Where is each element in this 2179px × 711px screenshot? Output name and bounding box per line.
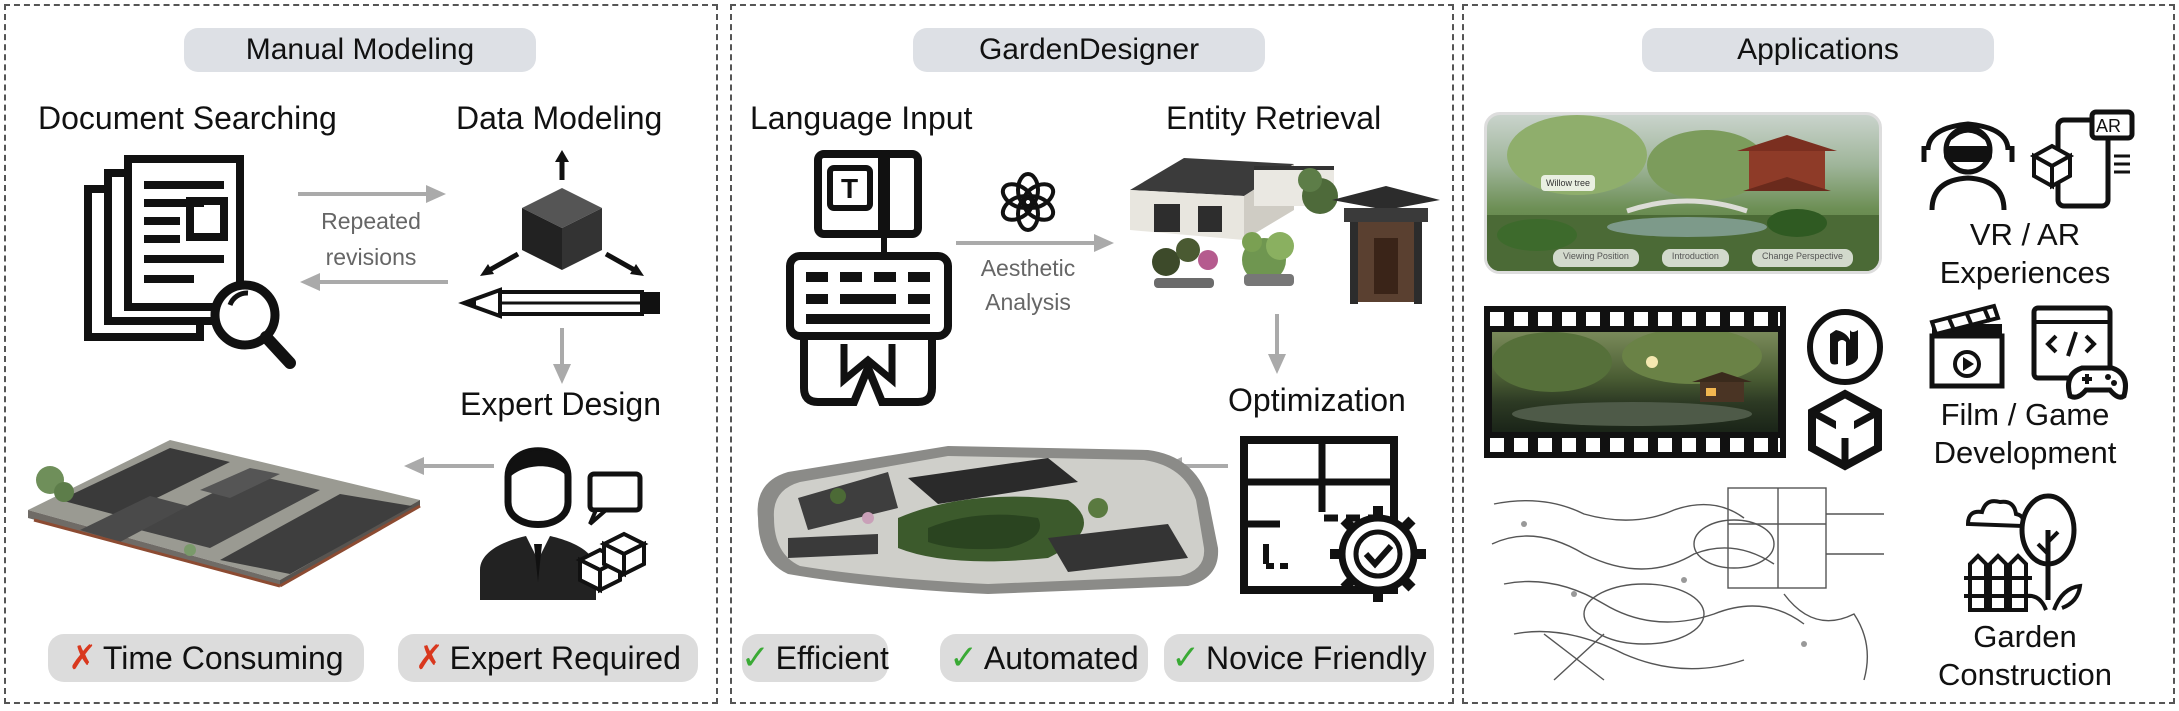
vr-garden-screenshot: Willow tree Viewing Position Introductio…	[1484, 112, 1882, 274]
revision-arrow-left	[300, 273, 448, 291]
film-sprocket-holes-top	[1490, 312, 1780, 326]
garden-fence-tree-icon	[1964, 493, 2083, 612]
down-arrow-to-optimization	[1268, 314, 1286, 374]
vr-headset-person-icon	[1921, 121, 2015, 211]
introduction-button[interactable]: Introduction	[1661, 249, 1729, 267]
efficient-label: Efficient	[775, 639, 889, 676]
garden-construction-label-line1: Garden	[1973, 619, 2077, 654]
automated-label: Automated	[983, 639, 1139, 676]
aesthetic-analysis-label-line2: Analysis	[985, 289, 1071, 315]
optimization-label: Optimization	[1228, 382, 1406, 418]
manual-building-model-image	[28, 440, 421, 588]
manual-modeling-panel	[4, 4, 718, 704]
ar-phone-cube-icon: AR	[2029, 109, 2135, 209]
expert-required-badge: ✗ Expert Required	[398, 634, 698, 682]
language-input-icon: T	[786, 150, 952, 406]
revision-arrow-right	[298, 185, 446, 203]
expert-design-label: Expert Design	[460, 386, 661, 422]
time-consuming-label: Time Consuming	[102, 639, 344, 676]
film-game-label-line1: Film / Game	[1940, 397, 2110, 432]
expert-person-icon	[480, 447, 649, 600]
garden-model-image	[757, 446, 1219, 594]
svg-text:T: T	[841, 173, 858, 204]
unity-logo-icon	[1808, 389, 1882, 471]
garden-construction-label-line2: Construction	[1937, 657, 2113, 692]
arrow-to-building	[404, 457, 494, 475]
x-mark-icon: ✗	[68, 639, 97, 677]
code-window-gamepad-icon	[2031, 305, 2128, 400]
aesthetic-analysis-label-line1: Aesthetic	[980, 255, 1076, 281]
film-sprocket-holes-bottom	[1490, 438, 1780, 452]
floorplan-gear-icon	[1240, 436, 1426, 602]
novice-friendly-badge: ✓ Novice Friendly	[1164, 634, 1434, 682]
expert-required-label: Expert Required	[449, 639, 681, 676]
film-game-label-line2: Development	[1933, 435, 2117, 470]
document-searching-label: Document Searching	[38, 100, 337, 136]
viewing-position-button[interactable]: Viewing Position	[1553, 249, 1639, 267]
check-mark-icon: ✓	[741, 639, 770, 677]
language-input-label: Language Input	[750, 100, 973, 136]
film-scene-illustration	[1492, 332, 1762, 426]
data-modeling-label: Data Modeling	[456, 100, 663, 136]
repeated-revisions-label-line1: Repeated	[321, 208, 421, 234]
garden-scene-illustration	[1487, 115, 1879, 271]
manual-modeling-title: Manual Modeling	[184, 28, 536, 72]
novice-friendly-label: Novice Friendly	[1205, 639, 1427, 676]
efficient-badge: ✓ Efficient	[741, 634, 889, 682]
entity-retrieval-image	[1130, 158, 1440, 304]
unreal-engine-logo-icon	[1807, 309, 1883, 385]
garden-construction-drawing-image	[1484, 484, 1886, 684]
vr-ar-label-line2: Experiences	[1939, 255, 2111, 290]
vr-ar-label-line1: VR / AR	[1969, 217, 2081, 252]
info-card[interactable]: Willow tree	[1541, 175, 1595, 191]
ar-tag-text: AR	[2096, 116, 2121, 136]
llm-knot-icon	[1000, 172, 1056, 232]
check-mark-icon: ✓	[1171, 639, 1200, 677]
down-arrow-to-expert	[553, 328, 571, 384]
document-search-icon	[84, 155, 296, 369]
film-frame	[1492, 332, 1778, 432]
change-perspective-button[interactable]: Change Perspective	[1751, 249, 1853, 267]
cube-icon	[480, 150, 644, 276]
gardendesigner-panel	[730, 4, 1454, 704]
automated-badge: ✓ Automated	[940, 634, 1148, 682]
check-mark-icon: ✓	[949, 639, 978, 677]
x-mark-icon: ✗	[415, 639, 444, 677]
film-strip-image	[1484, 306, 1786, 458]
clapperboard-icon	[1929, 303, 2005, 389]
gardendesigner-title: GardenDesigner	[913, 28, 1265, 72]
applications-panel	[1462, 4, 2175, 704]
entity-retrieval-label: Entity Retrieval	[1166, 100, 1382, 136]
applications-title: Applications	[1642, 28, 1994, 72]
ui-button-bar: Viewing Position Introduction Change Per…	[1553, 249, 1853, 267]
repeated-revisions-label-line2: revisions	[325, 244, 417, 270]
aesthetic-analysis-arrow	[956, 234, 1114, 252]
time-consuming-badge: ✗ Time Consuming	[48, 634, 364, 682]
pencil-icon	[458, 287, 660, 319]
